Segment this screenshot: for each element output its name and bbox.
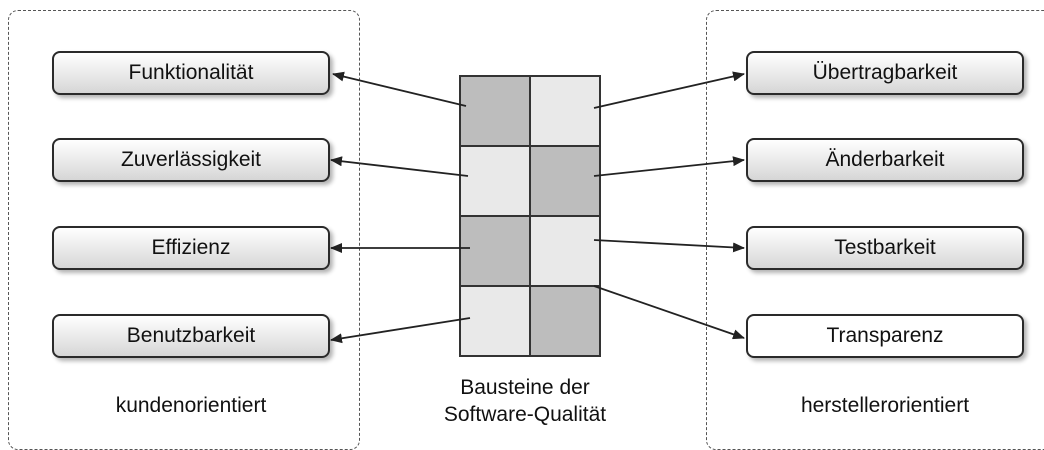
quality-box-effizienz: Effizienz <box>52 226 330 270</box>
puzzle-pieces <box>459 75 601 357</box>
center-caption: Bausteine der Software-Qualität <box>402 374 648 428</box>
puzzle-piece-3-1 <box>529 285 601 357</box>
left-group-label: kundenorientiert <box>115 394 267 417</box>
quality-box-aenderbarkeit: Änderbarkeit <box>746 138 1024 182</box>
puzzle-piece-3-0 <box>459 285 542 357</box>
arrow-to-funktionalitaet <box>332 71 467 107</box>
arrow-to-zuverlaessigkeit <box>330 156 469 177</box>
caption-line-1: Bausteine der <box>460 376 590 399</box>
puzzle-piece-1-0 <box>459 145 542 228</box>
quality-box-transparenz: Transparenz <box>746 314 1024 358</box>
puzzle-diagram <box>330 71 745 357</box>
arrow-to-transparenz <box>593 285 745 340</box>
quality-box-benutzbarkeit: Benutzbarkeit <box>52 314 330 358</box>
caption-line-2: Software-Qualität <box>443 403 607 426</box>
arrow-to-testbarkeit <box>593 239 745 253</box>
quality-box-uebertragbarkeit: Übertragbarkeit <box>746 51 1024 95</box>
arrow-to-aenderbarkeit <box>593 156 745 177</box>
puzzle-piece-2-1 <box>529 215 601 298</box>
quality-box-funktionalitaet: Funktionalität <box>52 51 330 95</box>
quality-box-testbarkeit: Testbarkeit <box>746 226 1024 270</box>
puzzle-piece-2-0 <box>459 215 542 298</box>
arrows <box>330 71 745 344</box>
arrow-to-benutzbarkeit <box>330 317 471 344</box>
puzzle-piece-1-1 <box>529 145 601 228</box>
quality-box-zuverlaessigkeit: Zuverlässigkeit <box>52 138 330 182</box>
puzzle-piece-0-1 <box>529 75 601 158</box>
arrow-to-uebertragbarkeit <box>593 71 745 109</box>
right-group-label: herstellerorientiert <box>800 394 970 417</box>
puzzle-piece-0-0 <box>459 75 542 158</box>
